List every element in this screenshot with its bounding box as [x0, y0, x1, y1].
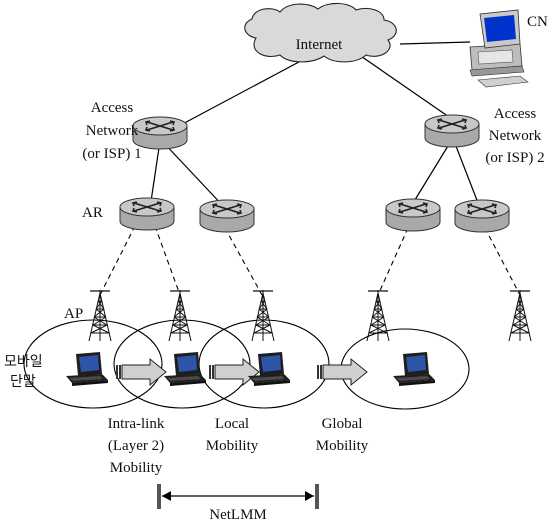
mobile-terminal-label: 모바일 단말	[4, 354, 43, 390]
svg-text:Network: Network	[86, 123, 139, 139]
svg-text:Mobility: Mobility	[316, 438, 369, 454]
handover-arrow	[115, 358, 167, 386]
ap-label: AP	[64, 306, 83, 322]
svg-text:Mobility: Mobility	[206, 438, 259, 454]
wireless-links	[99, 225, 521, 296]
netlmm-label: NetLMM	[209, 507, 267, 523]
router-icon	[199, 199, 255, 233]
cloud-icon	[244, 2, 397, 63]
netlmm-scope-bracket	[157, 484, 319, 509]
svg-text:(or ISP) 2: (or ISP) 2	[485, 150, 544, 166]
svg-text:Access: Access	[91, 100, 134, 116]
global-mobility-label: Global Mobility	[316, 416, 369, 454]
svg-text:Mobility: Mobility	[110, 460, 163, 476]
desktop-computer-icon	[469, 9, 529, 88]
cn-label: CN	[527, 14, 548, 30]
laptop-icon	[66, 352, 108, 386]
svg-text:모바일: 모바일	[4, 354, 43, 370]
antenna-tower-icon	[168, 289, 192, 342]
router-icon	[454, 199, 510, 233]
handover-arrow	[208, 358, 260, 386]
svg-text:Access: Access	[494, 106, 537, 122]
router-icon	[119, 197, 175, 231]
antenna-tower-icon	[366, 289, 390, 342]
local-mobility-label: Local Mobility	[206, 416, 259, 454]
intra-link-mobility-label: Intra-link (Layer 2) Mobility	[108, 416, 165, 476]
antenna-tower-icon	[251, 289, 275, 342]
router-icon	[132, 116, 188, 150]
router-icon	[424, 114, 480, 148]
svg-text:Intra-link: Intra-link	[108, 416, 165, 432]
svg-text:Network: Network	[489, 128, 542, 144]
ar-label: AR	[82, 205, 103, 221]
svg-text:(Layer 2): (Layer 2)	[108, 438, 164, 454]
svg-text:(or ISP) 1: (or ISP) 1	[82, 146, 141, 162]
access-network-2-label: Access Network (or ISP) 2	[485, 106, 544, 166]
backbone-links	[149, 41, 481, 209]
svg-text:Local: Local	[215, 416, 249, 432]
laptop-icon	[393, 352, 435, 386]
antenna-tower-icon	[508, 289, 532, 342]
antenna-tower-icon	[88, 289, 112, 342]
access-network-1-label: Access Network (or ISP) 1	[82, 100, 141, 162]
svg-text:단말: 단말	[10, 374, 36, 390]
internet-label: Internet	[296, 37, 343, 53]
svg-text:Global: Global	[322, 416, 363, 432]
router-icon	[385, 198, 441, 232]
